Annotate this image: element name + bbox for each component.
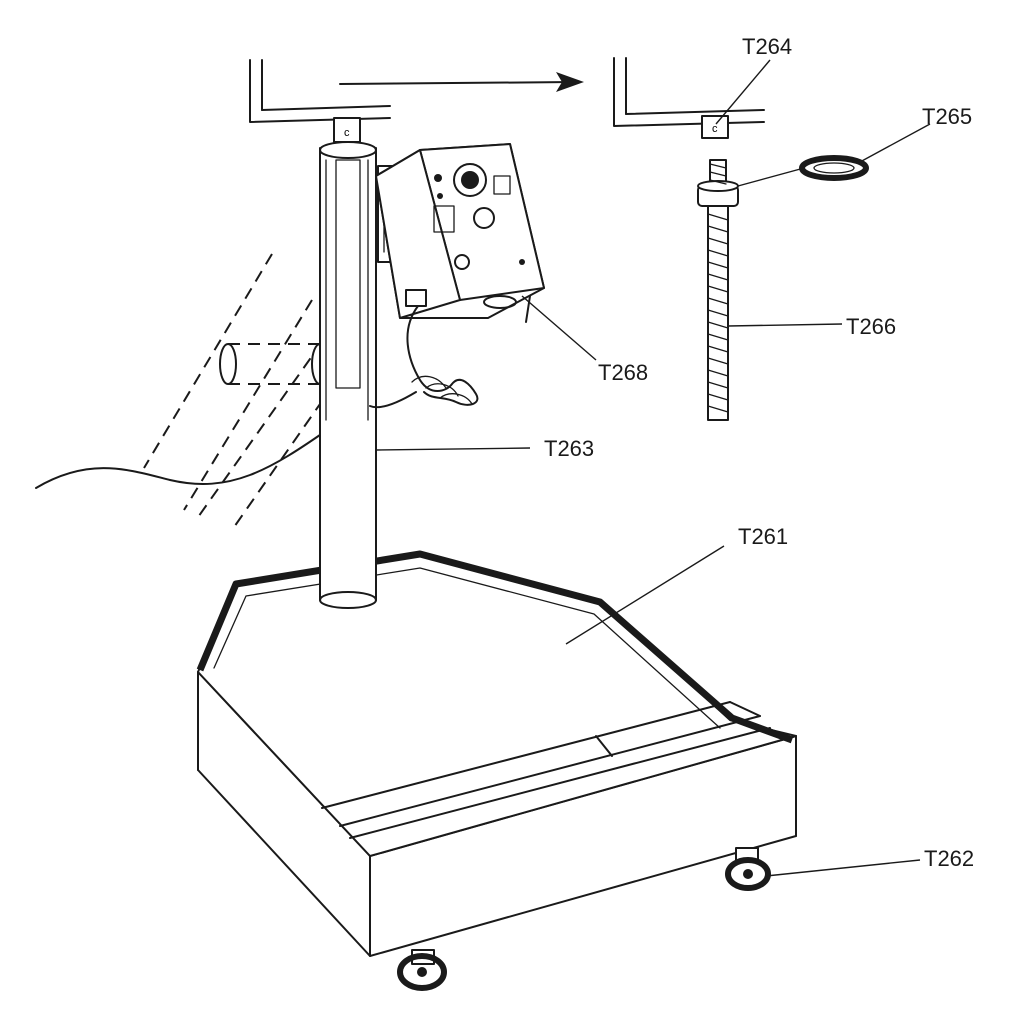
top-holder-exploded: c — [613, 57, 765, 139]
dashed-beam — [143, 253, 335, 531]
holder-mounted-block — [333, 117, 361, 143]
leader-t268 — [521, 295, 597, 361]
tray-rail-2 — [339, 715, 761, 827]
holder-mounted-arm — [249, 59, 391, 123]
holder-exploded-mark: c — [712, 123, 718, 135]
callout-t265: T265 — [922, 104, 972, 129]
arrow-head — [556, 72, 584, 92]
control-dial-center — [461, 171, 479, 189]
move-arrow — [339, 72, 584, 92]
caster-front-hub — [417, 967, 427, 977]
leader-t266 — [727, 323, 843, 327]
control-pin — [525, 295, 531, 323]
nut — [799, 155, 869, 181]
caster-front-wheel — [397, 953, 447, 991]
caster-right-hub — [743, 869, 753, 879]
coiled-cable — [406, 305, 479, 406]
leader-t265 — [859, 123, 931, 163]
beam-line-4 — [231, 383, 335, 531]
tray-inner-rim — [213, 567, 721, 729]
top-holder-mounted: c — [249, 59, 391, 143]
tray-rail-3 — [349, 727, 771, 839]
callout-t263: T263 — [544, 436, 594, 461]
leader-t261 — [565, 545, 725, 645]
threaded-rod — [697, 159, 739, 421]
control-gauge — [473, 207, 495, 229]
control-window — [493, 175, 511, 195]
side-arm-end — [219, 343, 237, 385]
leader-t262 — [765, 859, 921, 877]
column-body — [319, 147, 377, 601]
holder-exploded-arm — [613, 57, 765, 127]
arrow-shaft — [339, 81, 575, 85]
control-led-1 — [434, 174, 442, 182]
power-cord — [35, 427, 331, 489]
holder-exploded-bar — [625, 109, 765, 115]
callout-t266: T266 — [846, 314, 896, 339]
leader-t263 — [375, 447, 531, 451]
tray-rail-1 — [321, 701, 731, 809]
control-indicator — [519, 259, 525, 265]
callout-t264: T264 — [742, 34, 792, 59]
tray-divider — [595, 735, 613, 757]
control-panel-label — [433, 205, 455, 233]
coiled-cable-loops — [411, 375, 473, 405]
control-box-side — [375, 149, 461, 319]
control-led-2 — [437, 193, 443, 199]
control-vent — [483, 295, 517, 309]
control-connector — [405, 289, 427, 307]
holder-mounted-bar — [261, 105, 391, 111]
beam-line-1 — [143, 253, 273, 469]
callout-t262: T262 — [924, 846, 974, 871]
control-knob — [454, 254, 470, 270]
beam-line-2 — [183, 299, 313, 511]
cable-to-column — [369, 391, 417, 409]
caster-front — [397, 949, 447, 991]
nut-ring — [799, 155, 869, 181]
rod-top-threads — [709, 163, 727, 185]
cart-base — [196, 550, 797, 957]
holder-exploded-block — [701, 115, 729, 139]
beam-line-3 — [195, 341, 323, 521]
nut-hole — [813, 162, 855, 174]
leader-t264 — [715, 59, 771, 125]
tray-rail-end — [729, 701, 761, 717]
callout-t261: T261 — [738, 524, 788, 549]
rod-threads — [707, 213, 729, 413]
column-foot — [319, 591, 377, 609]
control-dial-large — [453, 163, 487, 197]
caster-right — [725, 847, 771, 891]
callout-t268: T268 — [598, 360, 648, 385]
control-box — [369, 143, 545, 409]
column — [319, 141, 399, 609]
caster-right-wheel — [725, 857, 771, 891]
column-top — [319, 141, 377, 159]
leader-t265-rod — [737, 167, 805, 187]
column-slot — [335, 159, 361, 389]
side-arm — [219, 343, 329, 385]
holder-mounted-mark: c — [344, 127, 350, 139]
